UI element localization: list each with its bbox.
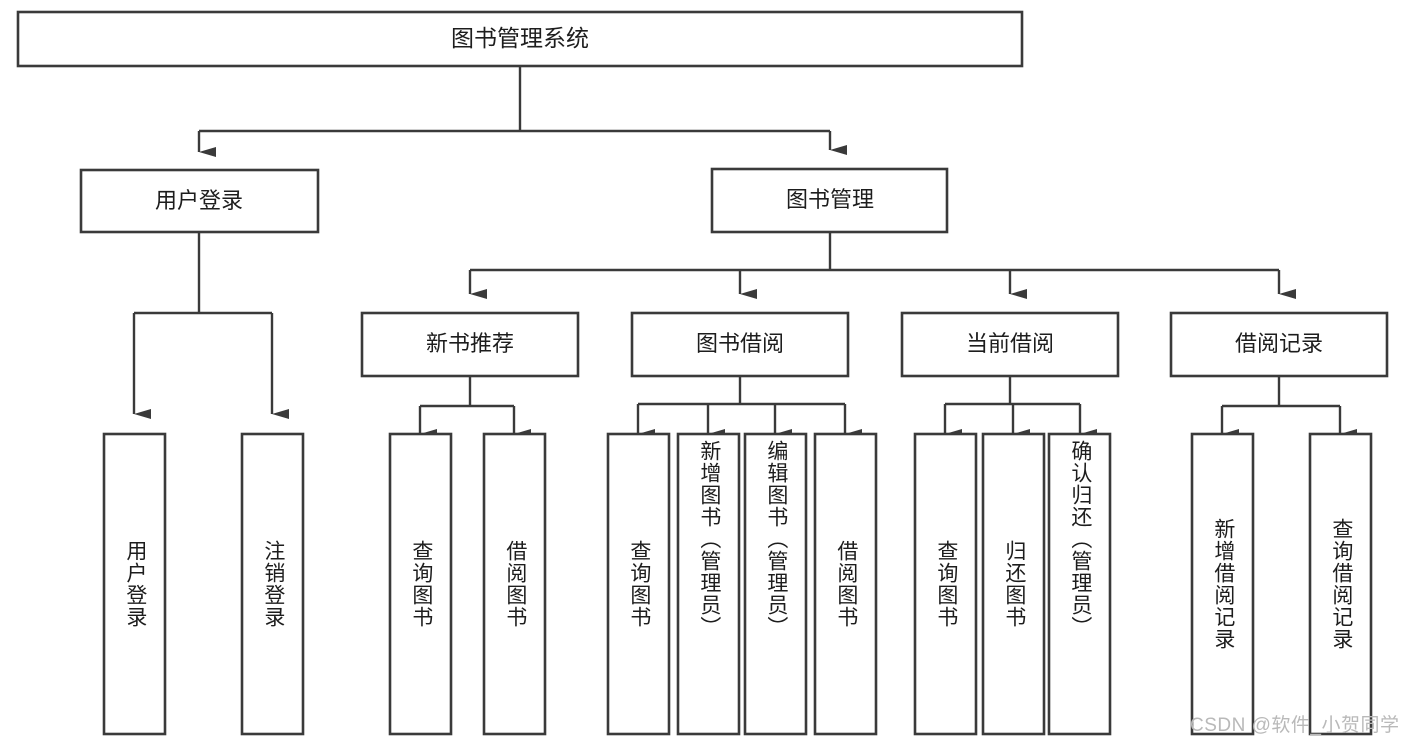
node-leaf-user-login-box[interactable]	[102, 432, 167, 736]
node-borrow-record[interactable]: 借阅记录	[1169, 311, 1389, 378]
node-leaf-user-logout-box[interactable]	[240, 432, 305, 736]
node-user-login[interactable]: 用户登录	[79, 168, 320, 234]
node-user-login-label: 用户登录	[155, 188, 243, 213]
node-leaf-confirm-return-box[interactable]	[1047, 432, 1112, 736]
node-book-management-box[interactable]	[710, 167, 949, 234]
node-leaf-query-book-3-box[interactable]	[913, 432, 978, 736]
node-borrow-record-label: 借阅记录	[1235, 331, 1323, 356]
node-leaf-edit-book-box[interactable]	[743, 432, 808, 736]
node-current-borrow-label: 当前借阅	[966, 331, 1054, 356]
node-leaf-return-book-box[interactable]	[981, 432, 1046, 736]
watermark-text: CSDN @软件_小贺同学	[1190, 715, 1400, 736]
node-book-borrow-label: 图书借阅	[696, 331, 784, 356]
node-book-management[interactable]: 图书管理	[710, 167, 949, 234]
node-leaf-borrow-book-2-box[interactable]	[813, 432, 878, 736]
node-current-borrow[interactable]: 当前借阅	[900, 311, 1120, 378]
node-user-login-box[interactable]	[79, 168, 320, 234]
node-book-borrow-box[interactable]	[630, 311, 850, 378]
node-leaf-borrow-book-1-box[interactable]	[482, 432, 547, 736]
node-root-label: 图书管理系统	[451, 25, 589, 51]
connector-group	[132, 66, 1357, 439]
node-new-book-recommend-box[interactable]	[360, 311, 580, 378]
node-root[interactable]: 图书管理系统	[16, 10, 1024, 68]
node-borrow-record-box[interactable]	[1169, 311, 1389, 378]
node-leaf-query-book-1-box[interactable]	[388, 432, 453, 736]
node-book-management-label: 图书管理	[786, 187, 874, 212]
node-current-borrow-box[interactable]	[900, 311, 1120, 378]
node-root-box[interactable]	[16, 10, 1024, 68]
node-book-borrow[interactable]: 图书借阅	[630, 311, 850, 378]
node-new-book-recommend-label: 新书推荐	[426, 331, 514, 356]
node-leaf-query-book-2-box[interactable]	[606, 432, 671, 736]
node-leaf-add-record-box[interactable]	[1190, 432, 1255, 736]
node-leaf-add-book-box[interactable]	[676, 432, 741, 736]
node-new-book-recommend[interactable]: 新书推荐	[360, 311, 580, 378]
node-leaf-query-record-box[interactable]	[1308, 432, 1373, 736]
